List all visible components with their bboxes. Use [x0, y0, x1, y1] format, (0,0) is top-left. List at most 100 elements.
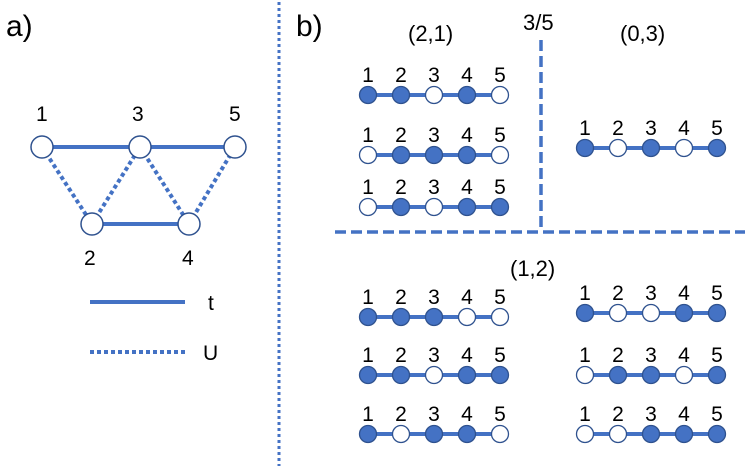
empty-site	[424, 197, 444, 217]
occupied-site	[707, 424, 727, 444]
site-label: 4	[461, 64, 473, 87]
occupied-site	[674, 424, 694, 444]
site-label: 3	[428, 403, 440, 426]
graph-node-label-5: 5	[229, 103, 241, 126]
occupied-site	[457, 365, 477, 385]
site-label: 4	[461, 286, 473, 309]
empty-site	[490, 85, 510, 105]
occupied-site	[457, 197, 477, 217]
site-label: 5	[494, 403, 506, 426]
interaction-edge-2-3	[90, 145, 142, 226]
occupied-site	[608, 365, 628, 385]
occupied-site	[358, 85, 378, 105]
occupied-site	[457, 85, 477, 105]
site-label: 5	[494, 344, 506, 367]
occupied-site	[424, 424, 444, 444]
occupied-site	[707, 303, 727, 323]
occupied-site	[358, 307, 378, 327]
empty-site	[490, 145, 510, 165]
sector-label-2-1: (2,1)	[408, 21, 453, 46]
site-label: 3	[428, 176, 440, 199]
empty-site	[490, 424, 510, 444]
occupied-site	[391, 85, 411, 105]
site-label: 1	[362, 344, 374, 367]
ratio-label: 3/5	[523, 10, 554, 35]
site-label: 5	[711, 403, 723, 426]
site-label: 1	[362, 286, 374, 309]
site-label: 5	[494, 64, 506, 87]
empty-site	[608, 424, 628, 444]
site-label: 4	[461, 124, 473, 147]
site-label: 1	[362, 176, 374, 199]
occupied-site	[707, 365, 727, 385]
interaction-edge-4-5	[187, 145, 237, 226]
site-label: 2	[395, 176, 407, 199]
empty-site	[608, 303, 628, 323]
site-label: 5	[711, 117, 723, 140]
occupied-site	[391, 307, 411, 327]
empty-site	[608, 138, 628, 158]
graph-node-label-1: 1	[36, 103, 48, 126]
site-label: 3	[645, 403, 657, 426]
interaction-edge-1-2	[40, 145, 94, 226]
occupied-site	[391, 145, 411, 165]
site-label: 2	[395, 286, 407, 309]
occupied-site	[575, 303, 595, 323]
site-label: 5	[494, 124, 506, 147]
legend: t U	[90, 292, 218, 365]
sector-label-1-2: (1,2)	[510, 256, 555, 281]
occupied-site	[391, 197, 411, 217]
site-label: 5	[711, 282, 723, 305]
empty-site	[424, 85, 444, 105]
empty-site	[424, 365, 444, 385]
empty-site	[490, 307, 510, 327]
site-label: 5	[711, 344, 723, 367]
legend-hopping-label: t	[208, 292, 214, 315]
site-label: 1	[579, 282, 591, 305]
site-label: 5	[494, 176, 506, 199]
site-label: 1	[362, 64, 374, 87]
site-label: 4	[461, 403, 473, 426]
occupied-site	[707, 138, 727, 158]
site-label: 2	[612, 282, 624, 305]
site-label: 3	[428, 64, 440, 87]
site-label: 4	[461, 176, 473, 199]
empty-site	[641, 303, 661, 323]
empty-site	[674, 365, 694, 385]
occupied-site	[490, 365, 510, 385]
site-label: 4	[678, 344, 690, 367]
site-label: 2	[395, 124, 407, 147]
occupied-site	[424, 145, 444, 165]
empty-site	[457, 307, 477, 327]
occupied-site	[641, 424, 661, 444]
graph-edges	[40, 145, 237, 226]
graph-node-label-3: 3	[132, 103, 144, 126]
occupied-site	[457, 145, 477, 165]
site-label: 2	[395, 403, 407, 426]
empty-site	[575, 424, 595, 444]
empty-site	[358, 197, 378, 217]
occupied-site	[641, 138, 661, 158]
panel-b-label: b)	[296, 10, 323, 43]
site-label: 5	[494, 286, 506, 309]
occupied-site	[674, 303, 694, 323]
site-label: 2	[612, 403, 624, 426]
occupied-site	[424, 307, 444, 327]
graph-node-3	[128, 135, 152, 159]
empty-site	[391, 424, 411, 444]
site-label: 3	[645, 282, 657, 305]
graph-node-label-2: 2	[84, 247, 96, 270]
panel-a-label: a)	[6, 10, 33, 43]
occupied-site	[358, 365, 378, 385]
occupied-site	[391, 365, 411, 385]
